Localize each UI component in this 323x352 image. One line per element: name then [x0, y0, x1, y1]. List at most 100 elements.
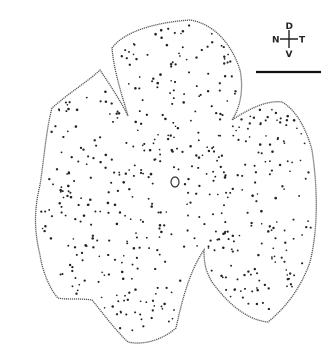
- cell-dot: [257, 193, 259, 195]
- cell-dot: [257, 254, 259, 256]
- cell-dot: [247, 303, 249, 305]
- cell-dot: [293, 238, 295, 240]
- cell-dot: [74, 218, 76, 220]
- cell-dot: [61, 152, 63, 154]
- cell-dot: [237, 139, 239, 141]
- cell-dot: [89, 199, 92, 202]
- cell-dot: [156, 249, 158, 251]
- cell-dot: [265, 161, 267, 163]
- cell-dot: [158, 227, 160, 229]
- cell-dot: [227, 231, 229, 233]
- cell-dot: [198, 156, 201, 159]
- cell-dot: [286, 119, 288, 121]
- cell-dot: [268, 308, 270, 310]
- cell-dot: [223, 204, 225, 206]
- cell-dot: [218, 238, 220, 240]
- cell-dot: [181, 151, 183, 153]
- cell-dot: [214, 176, 216, 178]
- cell-dot: [289, 272, 291, 274]
- cell-dot: [56, 168, 58, 170]
- cell-dot: [301, 234, 303, 236]
- cell-dot: [148, 247, 150, 249]
- cell-dot: [265, 135, 267, 137]
- cell-dot: [187, 192, 189, 194]
- cell-dot: [104, 307, 106, 309]
- cell-dot: [157, 134, 159, 136]
- cell-dot: [287, 160, 289, 162]
- cell-dot: [224, 58, 226, 60]
- cell-dot: [92, 235, 94, 237]
- cell-dot: [250, 222, 252, 224]
- cell-dot: [211, 33, 213, 35]
- cell-dot: [224, 176, 227, 179]
- cell-dot: [60, 206, 62, 208]
- cell-dot: [174, 32, 176, 34]
- cell-dot: [225, 276, 227, 278]
- cell-dot: [137, 129, 139, 131]
- cell-dot: [77, 290, 79, 292]
- cell-dot: [140, 300, 142, 302]
- cell-dot: [124, 295, 126, 297]
- cell-dot: [146, 114, 148, 116]
- cell-dot: [187, 215, 189, 217]
- cell-dot: [298, 195, 300, 197]
- cell-dot: [67, 245, 69, 247]
- cell-dot: [262, 302, 264, 304]
- cell-dot: [86, 97, 88, 99]
- cell-dot: [166, 44, 169, 47]
- cell-dot: [249, 136, 251, 138]
- compass-ventral-label: V: [286, 50, 293, 60]
- cell-dot: [152, 309, 154, 311]
- cell-dot: [227, 197, 229, 199]
- cell-dot: [60, 186, 62, 188]
- cell-dot: [218, 156, 220, 158]
- cell-dot: [142, 221, 144, 223]
- cell-dot: [118, 172, 120, 174]
- cell-dot: [208, 247, 210, 249]
- cell-dot: [189, 201, 191, 203]
- cell-dot: [250, 274, 252, 276]
- cell-dot: [148, 198, 150, 200]
- cell-dot: [82, 148, 84, 150]
- cell-dot: [304, 142, 306, 144]
- cell-dot: [133, 44, 135, 46]
- cell-dot: [99, 136, 101, 138]
- cell-dot: [128, 292, 130, 294]
- cell-dot: [258, 280, 260, 282]
- cell-dot: [116, 294, 118, 296]
- cell-dot: [132, 264, 134, 266]
- cell-dot: [75, 125, 78, 128]
- cell-dot: [170, 66, 172, 68]
- compass-nasal-label: N: [272, 36, 280, 46]
- cell-dot: [85, 245, 87, 247]
- cell-dot: [221, 212, 223, 214]
- cell-dot: [140, 169, 142, 171]
- cell-dot: [293, 274, 295, 276]
- compass-temporal-label: T: [299, 36, 306, 46]
- cell-dot: [104, 90, 107, 93]
- cell-dot: [186, 59, 188, 61]
- cell-dot: [279, 164, 281, 166]
- cell-dot: [178, 53, 180, 55]
- cell-dot: [168, 321, 170, 323]
- cell-dot: [241, 175, 243, 177]
- cell-dot: [107, 254, 109, 256]
- cell-dot: [132, 146, 134, 148]
- cell-dot: [165, 211, 167, 213]
- cell-dot: [198, 216, 200, 218]
- cell-dot: [48, 178, 50, 180]
- cell-dot: [135, 58, 137, 60]
- cell-dot: [240, 118, 242, 120]
- cell-dot: [305, 178, 307, 180]
- cell-dot: [259, 143, 262, 146]
- cell-dot: [191, 165, 193, 167]
- cell-dot: [50, 237, 53, 240]
- cell-dot: [219, 90, 221, 92]
- cell-dot: [125, 173, 127, 175]
- cell-dot: [65, 101, 67, 103]
- cell-dot: [283, 188, 285, 190]
- cell-dot: [65, 215, 67, 217]
- cell-dot: [54, 125, 56, 127]
- cell-dot: [188, 71, 190, 73]
- cell-dot: [300, 160, 302, 162]
